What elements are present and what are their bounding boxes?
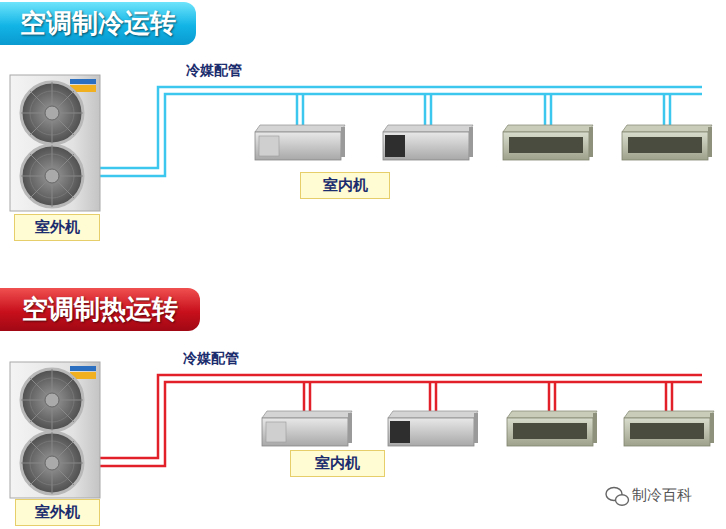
pipe-label: 冷媒配管 — [186, 62, 242, 80]
indoor-unit — [262, 411, 352, 446]
node-text: 室外机 — [35, 503, 80, 522]
indoor-unit — [622, 125, 712, 160]
node-text: 空调制热运转 — [22, 292, 178, 327]
watermark: 制冷百科 — [632, 486, 692, 505]
watermark-icon — [606, 488, 629, 506]
node-text: 室内机 — [315, 454, 360, 473]
unit-tag: 室外机 — [15, 499, 100, 526]
indoor-unit — [503, 125, 593, 160]
unit-tag: 室内机 — [290, 450, 385, 477]
outdoor-unit — [10, 362, 100, 498]
indoor-unit — [624, 411, 714, 446]
indoor-unit — [507, 411, 597, 446]
outdoor-unit — [10, 75, 100, 211]
refrigerant-pipe — [98, 87, 702, 176]
unit-tag: 室内机 — [300, 172, 390, 199]
indoor-unit — [383, 125, 473, 160]
node-text: 室内机 — [323, 176, 368, 195]
mode-band: 空调制冷运转 — [0, 2, 196, 45]
node-text: 空调制冷运转 — [20, 6, 176, 41]
refrigerant-pipe — [98, 375, 702, 466]
node-text: 室外机 — [35, 218, 80, 237]
mode-band: 空调制热运转 — [0, 288, 200, 331]
indoor-unit — [388, 411, 478, 446]
unit-tag: 室外机 — [14, 214, 100, 241]
indoor-unit — [255, 125, 345, 160]
pipe-label: 冷媒配管 — [183, 350, 239, 368]
